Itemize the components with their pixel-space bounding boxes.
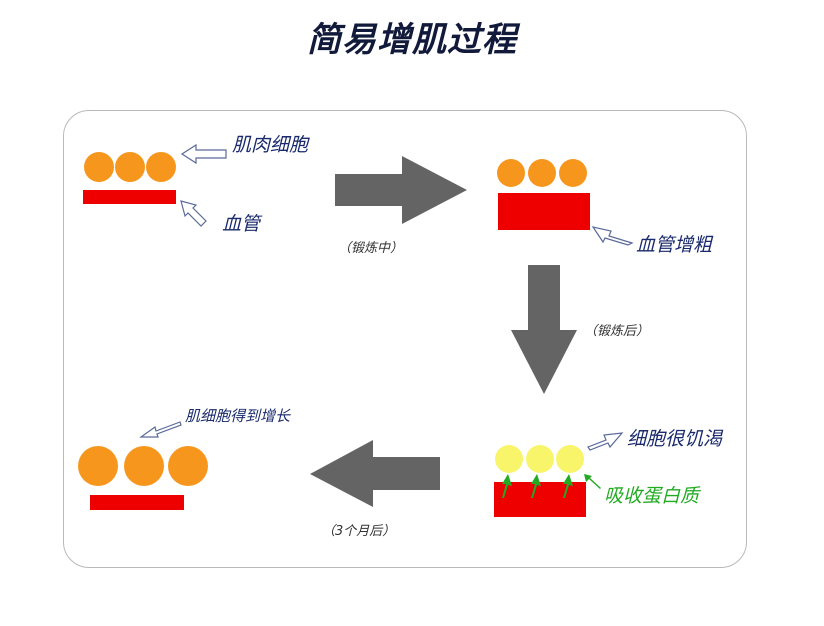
protein-absorb-arrows — [502, 474, 573, 498]
stage-1-vessel — [83, 190, 176, 204]
label-absorb-protein: 吸收蛋白质 — [604, 485, 700, 507]
hungry-cell — [495, 445, 523, 473]
pointer-arrow-cell-grow — [139, 421, 182, 438]
pointer-arrow-cell-hungry — [587, 432, 624, 451]
big-arrow-right — [335, 156, 467, 224]
stage-4-vessel — [90, 495, 184, 510]
green-pointer-arrow — [584, 474, 601, 489]
stage-1-cells — [84, 152, 176, 182]
big-arrow-left — [310, 440, 440, 507]
muscle-cell — [146, 152, 176, 182]
diagram-title: 简易增肌过程 — [307, 20, 517, 60]
grown-cell — [124, 446, 164, 486]
muscle-cell — [115, 152, 145, 182]
label-vessel-thicken: 血管增粗 — [636, 234, 713, 256]
label-cell-hungry: 细胞很饥渴 — [627, 428, 723, 450]
stage-3-vessel — [494, 482, 586, 517]
hungry-cell — [526, 445, 554, 473]
big-arrow-down — [511, 265, 577, 394]
muscle-cell — [528, 159, 556, 187]
stage-3-cells — [495, 445, 584, 473]
label-cell-grow: 肌细胞得到增长 — [185, 407, 291, 425]
pointer-arrow-vessel-thicken — [591, 226, 634, 246]
stage-2-vessel — [498, 193, 590, 230]
label-muscle-cell: 肌肉细胞 — [232, 134, 309, 156]
grown-cell — [168, 446, 208, 486]
muscle-cell — [559, 159, 587, 187]
hungry-cell — [556, 445, 584, 473]
pointer-arrow-muscle-cell — [180, 143, 227, 165]
muscle-cell — [84, 152, 114, 182]
stage-4-cells — [78, 446, 208, 486]
stage-2-cells — [497, 159, 587, 187]
label-blood-vessel: 血管 — [222, 213, 261, 235]
step-during-training: （锻炼中） — [338, 241, 404, 256]
pointer-arrow-vessel — [180, 200, 207, 227]
muscle-cell — [497, 159, 525, 187]
step-after-3-months: （3个月后） — [322, 524, 396, 539]
grown-cell — [78, 446, 118, 486]
step-after-training: （锻炼后） — [584, 324, 650, 339]
